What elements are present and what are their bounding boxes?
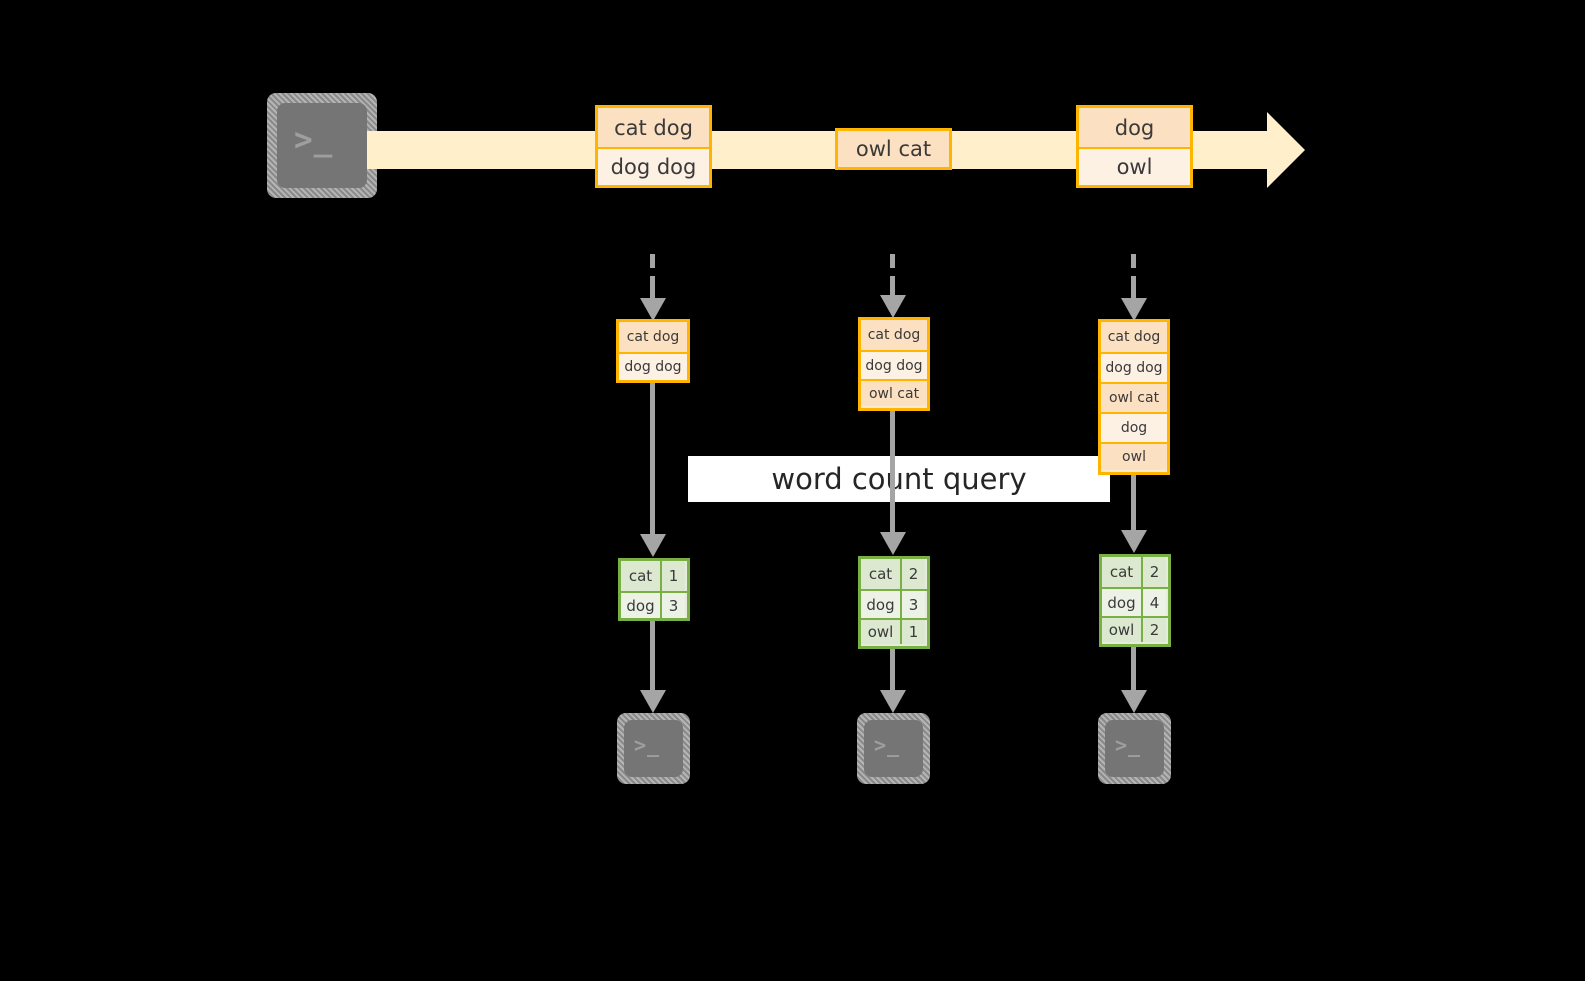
result-word: dog xyxy=(621,593,662,618)
result-word: cat xyxy=(621,561,662,591)
accumulated-line: cat dog xyxy=(861,320,927,350)
message-line: owl xyxy=(1079,147,1190,185)
snapshot-2-sink-terminal-icon: >_ xyxy=(857,713,930,784)
snapshot-1-feed-stem xyxy=(650,254,655,306)
terminal-prompt-glyph: >_ xyxy=(1115,733,1142,757)
snapshot-2-accumulator[interactable]: cat dog dog dog owl cat xyxy=(858,317,930,411)
snapshot-3-result-table[interactable]: cat 2 dog 4 owl 2 xyxy=(1099,554,1171,647)
snapshot-1-sink-arrowhead xyxy=(640,690,666,713)
terminal-prompt-glyph: >_ xyxy=(294,122,334,158)
accumulated-line: cat dog xyxy=(1101,322,1167,352)
snapshot-3-query-arrowhead xyxy=(1121,530,1147,553)
snapshot-1-result-table[interactable]: cat 1 dog 3 xyxy=(618,558,690,621)
result-count: 4 xyxy=(1143,589,1166,616)
result-count: 1 xyxy=(902,620,925,644)
result-count: 1 xyxy=(662,561,685,591)
snapshot-1-accumulator[interactable]: cat dog dog dog xyxy=(616,319,690,383)
accumulated-line: owl cat xyxy=(861,379,927,406)
accumulated-line: cat dog xyxy=(619,322,687,352)
snapshot-2-feed-stem xyxy=(890,254,895,306)
result-word: cat xyxy=(1102,557,1143,587)
snapshot-3-sink-terminal-icon: >_ xyxy=(1098,713,1171,784)
terminal-face xyxy=(1105,720,1164,777)
terminal-face xyxy=(277,103,367,188)
snapshot-3-accumulator[interactable]: cat dog dog dog owl cat dog owl xyxy=(1098,319,1170,475)
accumulated-line: owl xyxy=(1101,442,1167,470)
snapshot-3-feed-arrowhead xyxy=(1121,298,1147,321)
stream-message-1[interactable]: cat dog dog dog xyxy=(595,105,712,188)
snapshot-3-sink-arrowhead xyxy=(1121,690,1147,713)
snapshot-3-sink-stem xyxy=(1131,647,1136,695)
result-word: cat xyxy=(861,559,902,589)
snapshot-2-result-table[interactable]: cat 2 dog 3 owl 1 xyxy=(858,556,930,649)
result-count: 2 xyxy=(902,559,925,589)
source-terminal-icon: >_ xyxy=(267,93,377,198)
snapshot-2-feed-arrowhead xyxy=(880,295,906,318)
table-row: cat 2 xyxy=(861,559,927,589)
snapshot-2-query-arrowhead xyxy=(880,532,906,555)
accumulated-line: dog dog xyxy=(1101,352,1167,382)
result-count: 2 xyxy=(1143,618,1166,642)
table-row: cat 2 xyxy=(1102,557,1168,587)
table-row: dog 3 xyxy=(621,591,687,618)
query-label-band: word count query xyxy=(688,456,1110,502)
snapshot-2-sink-arrowhead xyxy=(880,690,906,713)
snapshot-1-feed-arrowhead xyxy=(640,298,666,321)
snapshot-2-sink-stem xyxy=(890,649,895,695)
stream-message-2[interactable]: owl cat xyxy=(835,128,952,170)
snapshot-3-query-stem xyxy=(1131,475,1136,533)
result-count: 3 xyxy=(662,593,685,618)
table-row: dog 4 xyxy=(1102,587,1168,616)
table-row: owl 2 xyxy=(1102,616,1168,642)
result-word: owl xyxy=(1102,618,1143,642)
result-count: 2 xyxy=(1143,557,1166,587)
result-word: dog xyxy=(861,591,902,618)
snapshot-3-feed-stem xyxy=(1131,254,1136,306)
result-count: 3 xyxy=(902,591,925,618)
message-line: dog xyxy=(1079,108,1190,147)
table-row: dog 3 xyxy=(861,589,927,618)
accumulated-line: owl cat xyxy=(1101,382,1167,412)
accumulated-line: dog dog xyxy=(619,352,687,380)
stream-arrow-head xyxy=(1267,112,1305,188)
snapshot-1-query-arrowhead xyxy=(640,534,666,557)
terminal-prompt-glyph: >_ xyxy=(634,733,661,757)
table-row: owl 1 xyxy=(861,618,927,644)
table-row: cat 1 xyxy=(621,561,687,591)
terminal-face xyxy=(864,720,923,777)
result-word: dog xyxy=(1102,589,1143,616)
snapshot-1-sink-stem xyxy=(650,621,655,693)
accumulated-line: dog dog xyxy=(861,350,927,379)
stream-message-3[interactable]: dog owl xyxy=(1076,105,1193,188)
message-line: owl cat xyxy=(838,131,949,167)
snapshot-1-query-stem xyxy=(650,383,655,537)
terminal-prompt-glyph: >_ xyxy=(874,733,901,757)
result-word: owl xyxy=(861,620,902,644)
snapshot-2-query-stem xyxy=(890,411,895,535)
terminal-face xyxy=(624,720,683,777)
snapshot-1-sink-terminal-icon: >_ xyxy=(617,713,690,784)
message-line: dog dog xyxy=(598,147,709,185)
message-line: cat dog xyxy=(598,108,709,147)
accumulated-line: dog xyxy=(1101,412,1167,442)
query-label: word count query xyxy=(771,462,1027,496)
